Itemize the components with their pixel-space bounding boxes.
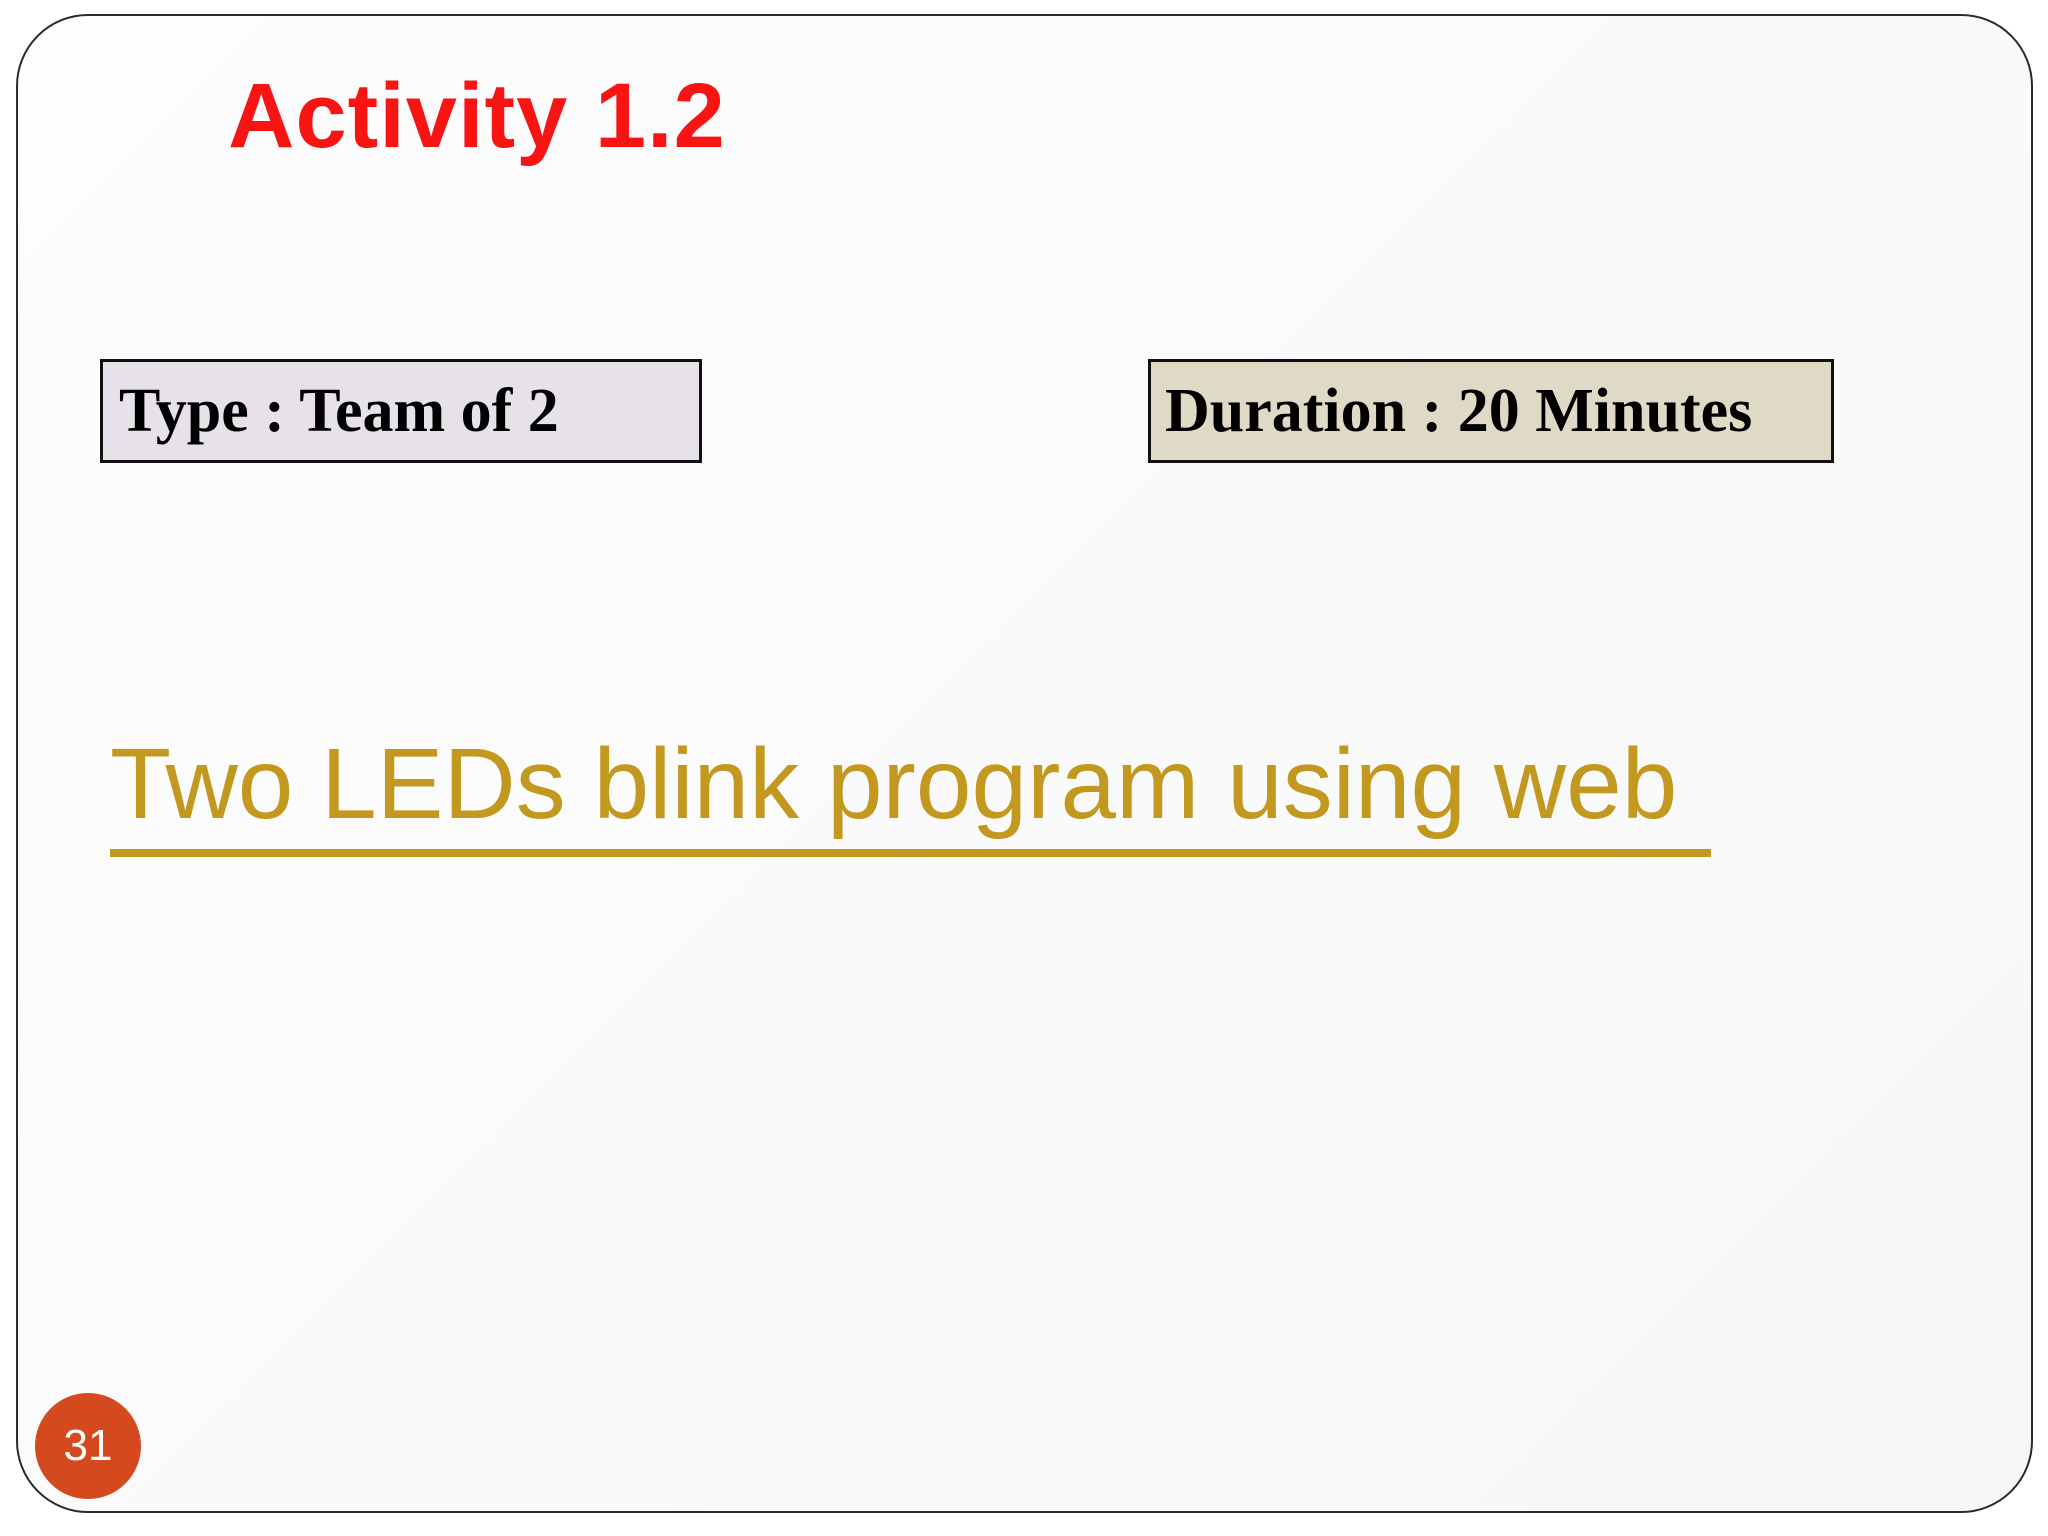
activity-hyperlink[interactable]: Two LEDs blink program using web xyxy=(110,732,1712,857)
type-box: Type : Team of 2 xyxy=(100,359,702,463)
duration-box: Duration : 20 Minutes xyxy=(1148,359,1834,463)
type-box-label: Type : Team of 2 xyxy=(119,376,559,445)
duration-box-label: Duration : 20 Minutes xyxy=(1165,376,1753,445)
slide-canvas: Activity 1.2 Type : Team of 2 Duration :… xyxy=(16,14,2033,1513)
slide-title: Activity 1.2 xyxy=(228,65,726,167)
page-number: 31 xyxy=(63,1421,113,1470)
page-number-badge: 31 xyxy=(35,1393,141,1499)
